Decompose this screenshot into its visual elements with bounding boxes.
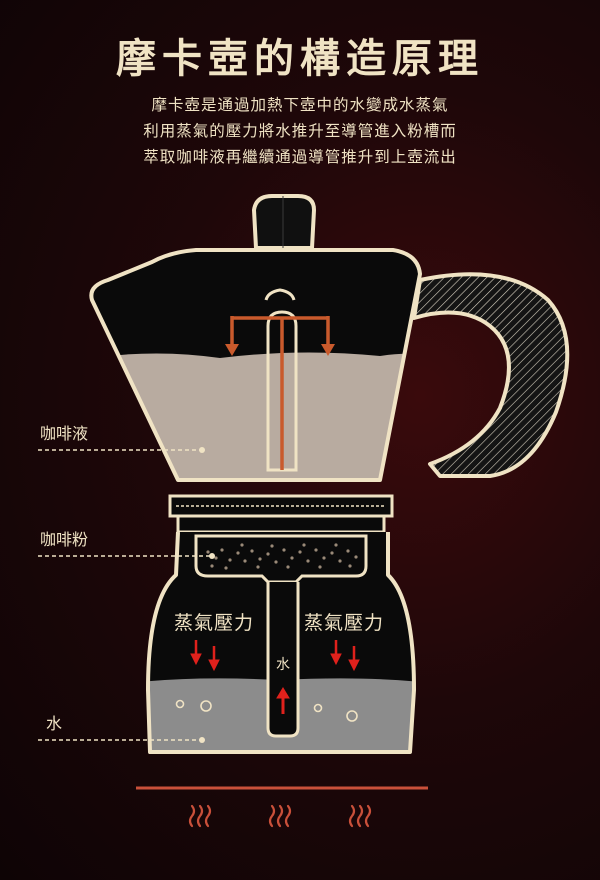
heat-waves [188, 804, 372, 828]
lid-knob [251, 194, 317, 250]
steam-pressure-left-label: 蒸氣壓力 [174, 612, 255, 634]
page-title: 摩卡壺的構造原理 [116, 35, 484, 82]
filter-ring [168, 494, 394, 534]
description: 摩卡壺是通過加熱下壺中的水變成水蒸氣 利用蒸氣的壓力將水推升至導管進入粉槽而 萃… [0, 92, 600, 170]
description-line-1: 摩卡壺是通過加熱下壺中的水變成水蒸氣 [151, 96, 449, 114]
funnel-tube [266, 582, 300, 738]
tube-water-label: 水 [276, 657, 290, 673]
coffee-flow-arrows [225, 316, 335, 470]
water-callout-label: 水 [46, 714, 63, 733]
steam-pressure-right-label: 蒸氣壓力 [304, 612, 385, 634]
description-line-3: 萃取咖啡液再繼續通過導管推升到上壺流出 [143, 148, 457, 166]
central-column [266, 310, 298, 472]
steam-arrows-right [330, 640, 360, 672]
coffee-grounds [206, 543, 358, 570]
bubbles [175, 699, 358, 722]
steam-arrows-left [190, 640, 220, 672]
callout-lines [38, 447, 215, 743]
description-line-2: 利用蒸氣的壓力將水推升至導管進入粉槽而 [143, 122, 457, 140]
coffee-liquid [91, 352, 420, 480]
handle [412, 272, 570, 478]
coffee-powder-label: 咖啡粉 [40, 530, 89, 549]
water-up-arrow [276, 687, 290, 714]
coffee-basket [194, 534, 368, 584]
coffee-liquid-label: 咖啡液 [40, 424, 89, 443]
